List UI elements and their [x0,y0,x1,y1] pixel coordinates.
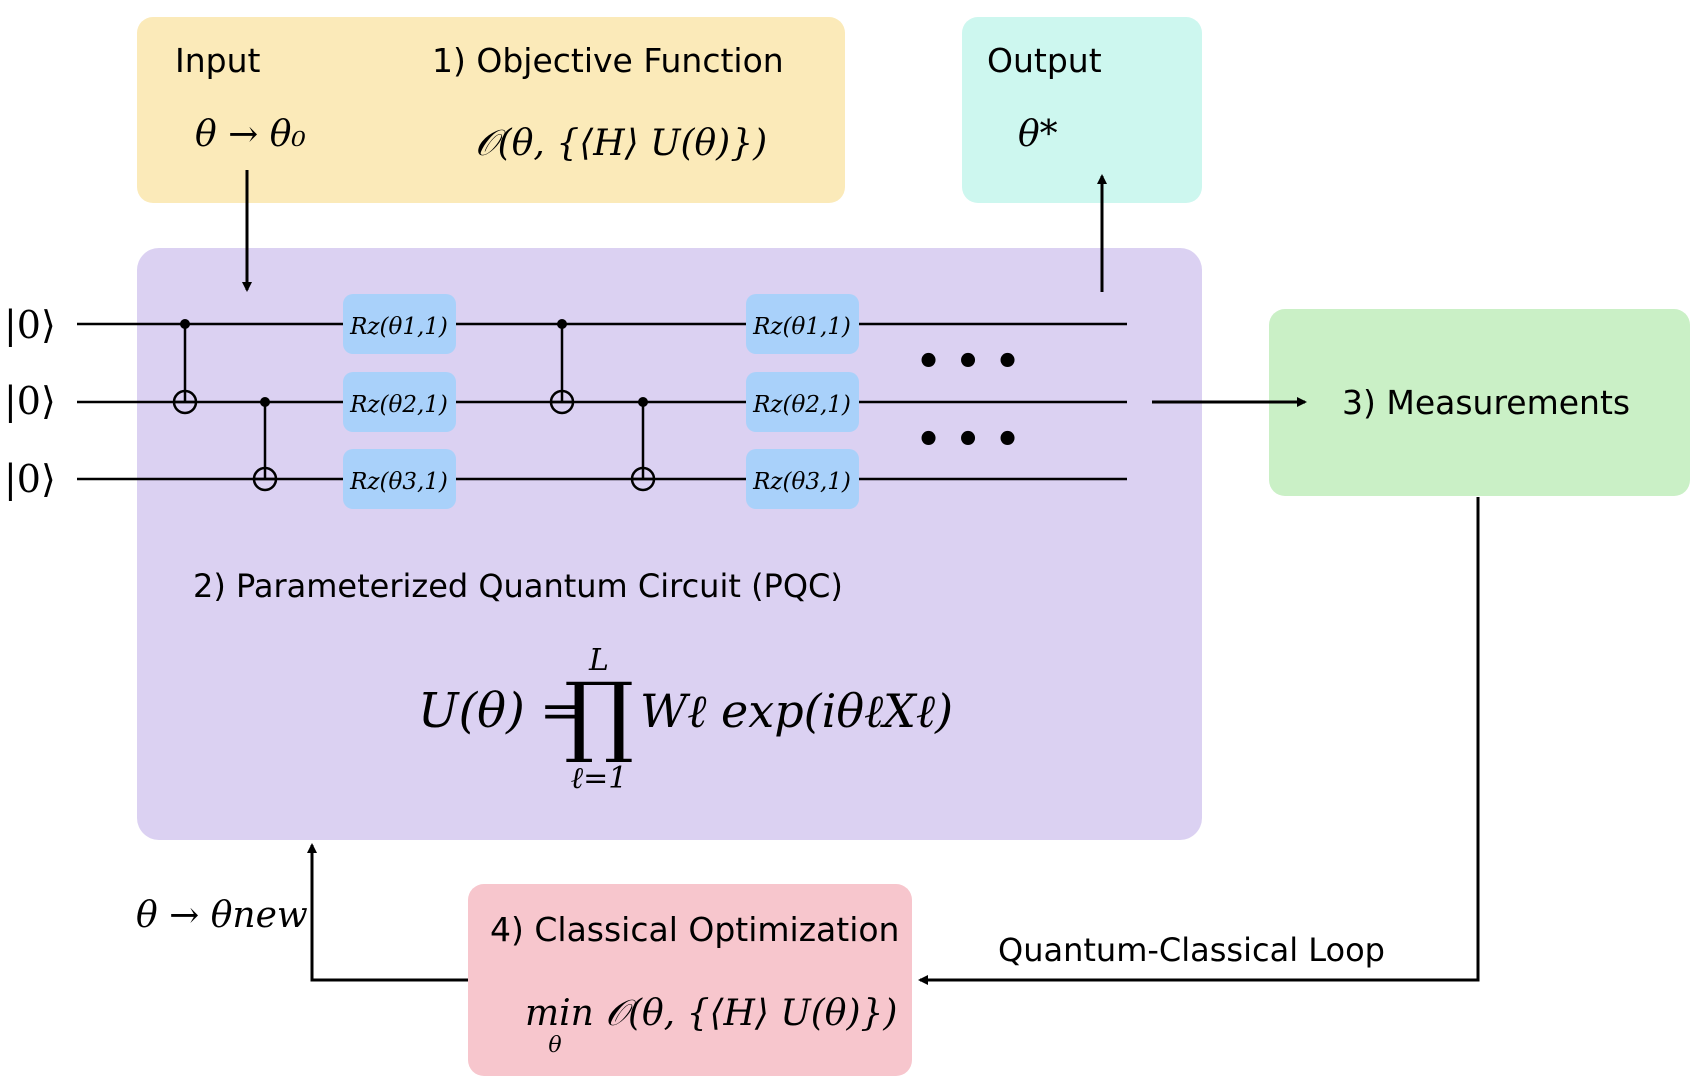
rz-gate-label: Rz(θ1,1) [349,314,448,340]
measurements-label: 3) Measurements [1342,383,1630,422]
qubit-label: |0⟩ [4,457,56,501]
optimization-label: 4) Classical Optimization [490,910,899,949]
loop-arrow [918,497,1480,985]
cnot-gate [630,397,656,492]
rz-gate-label: Rz(θ2,1) [752,392,851,418]
rz-gate-box [343,294,456,354]
cnot-gate [252,397,278,492]
circuit-ellipsis: • • • [916,417,1021,463]
input-objective-box [137,17,845,203]
rz-gate-box [343,372,456,432]
circuit-ellipsis: • • • [916,339,1021,385]
rz-gate-box [746,372,859,432]
output-box [962,17,1202,203]
output-formula: θ* [1018,114,1058,155]
qubit-label: |0⟩ [4,303,56,347]
pqc-formula-lhs: U(θ) = [418,683,580,739]
rz-gate-label: Rz(θ2,1) [349,392,448,418]
optimization-box [468,884,912,1076]
cnot-gate [172,319,198,415]
objective-label: 1) Objective Function [432,41,784,80]
pqc-formula-rhs: Wℓ exp(iθℓXℓ) [640,684,953,738]
cnot-gate [549,319,575,415]
update-arrow [307,843,468,982]
loop-label: Quantum-Classical Loop [998,931,1385,969]
pqc-box [137,248,1202,840]
rz-gate-label: Rz(θ3,1) [752,469,851,495]
rz-gate-box [746,449,859,509]
rz-gate-label: Rz(θ3,1) [349,469,448,495]
pqc-product-lower: ℓ=1 [571,761,628,796]
update-label: θ → θnew [136,895,308,936]
output-label: Output [987,41,1102,80]
optimization-formula: min 𝒪(θ, {⟨H⟩ U(θ)}) [525,993,897,1034]
pqc-product-symbol: ∏ [564,663,634,766]
rz-gate-box [746,294,859,354]
pqc-product-upper: L [588,643,609,678]
rz-gate-label: Rz(θ1,1) [752,314,851,340]
rz-gate-box [343,449,456,509]
optimization-min-sub: θ [548,1033,561,1058]
input-formula: θ → θ₀ [195,114,306,155]
pqc-label: 2) Parameterized Quantum Circuit (PQC) [193,567,843,605]
objective-formula: 𝒪(θ, {⟨H⟩ U(θ)}) [475,123,767,164]
input-label: Input [175,41,261,80]
qubit-label: |0⟩ [4,379,56,423]
measurements-box [1269,309,1690,496]
